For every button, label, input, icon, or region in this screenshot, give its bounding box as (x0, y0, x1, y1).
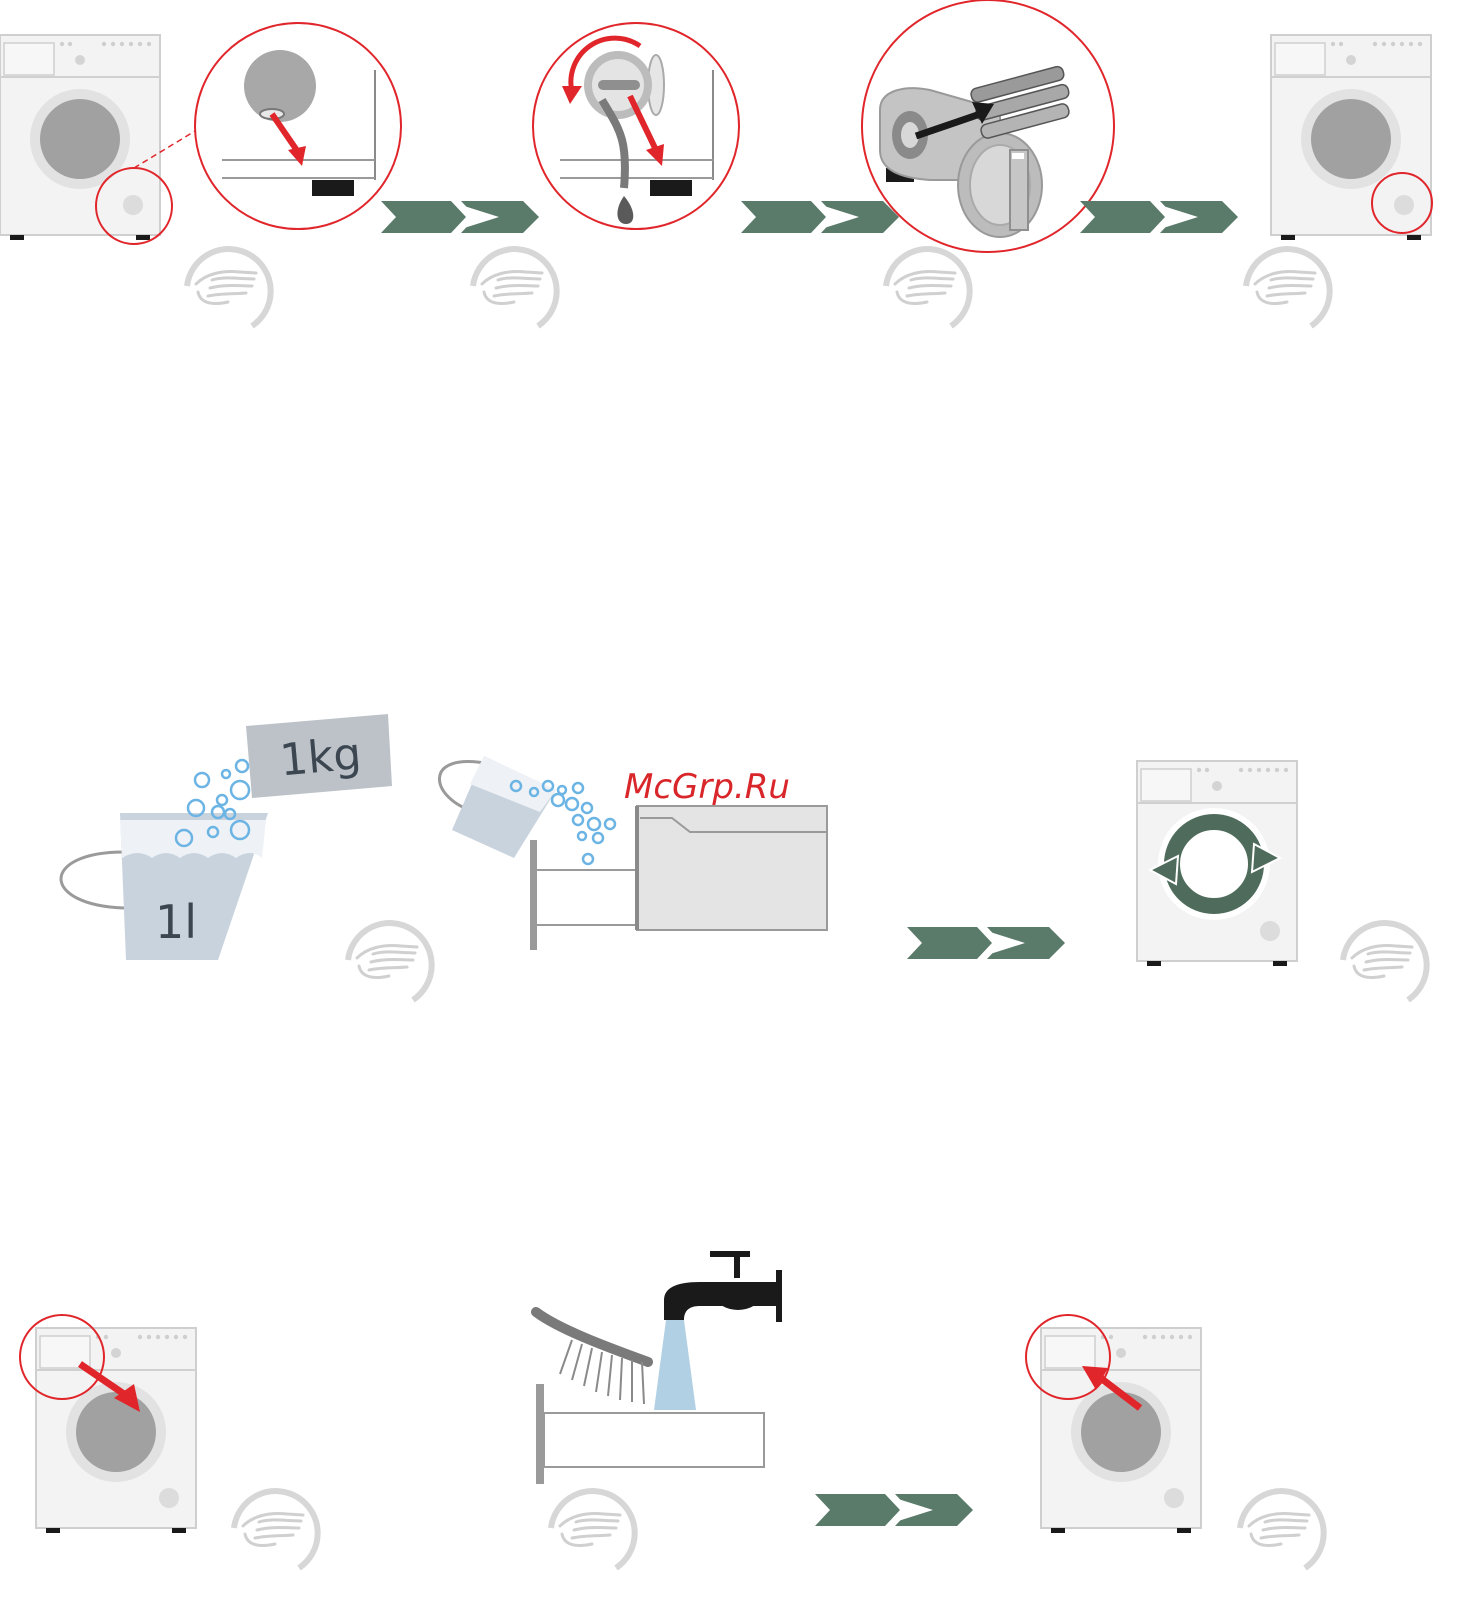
hand-touch-icon (886, 249, 970, 326)
step-arrow-5 (815, 1494, 973, 1526)
washing-machine (1271, 35, 1431, 240)
hand-touch-icon (234, 1491, 318, 1568)
hand-touch-icon (187, 249, 271, 326)
water-volume-label: 1l (155, 895, 197, 949)
hand-touch-icon (473, 249, 557, 326)
row-1-drain-filter (0, 0, 1432, 326)
step-arrow-3 (1080, 201, 1238, 233)
pouring-bucket (439, 756, 556, 858)
hand-touch-icon (348, 923, 432, 1000)
zoom-clean-filter (862, 0, 1114, 252)
brush-icon (536, 1312, 648, 1404)
washing-machine-cycle (1137, 761, 1297, 966)
watermark-text: McGrp.Ru (624, 767, 790, 807)
zoom-drain-water (533, 23, 739, 229)
hand-touch-icon (1343, 923, 1427, 1000)
hand-touch-icon (551, 1491, 635, 1568)
row-2-detergent-cycle: 1l 1kg (61, 714, 1427, 1000)
rinse-drawer (536, 1251, 782, 1484)
row-3-drawer-clean (20, 1251, 1324, 1568)
hand-touch-icon (1240, 1491, 1324, 1568)
washing-machine (1041, 1328, 1201, 1533)
zoom-filter-cover (195, 23, 401, 229)
washing-machine (0, 35, 160, 240)
step-arrow-4 (907, 927, 1065, 959)
washing-machine (36, 1328, 196, 1533)
hand-touch-icon (1246, 249, 1330, 326)
detergent-weight-label: 1kg (278, 728, 364, 786)
step-arrow-2 (741, 201, 899, 233)
water-tap-icon (664, 1251, 782, 1322)
step-arrow-1 (381, 201, 539, 233)
detergent-pack: 1kg (246, 714, 392, 798)
water-bucket: 1l (61, 813, 268, 960)
